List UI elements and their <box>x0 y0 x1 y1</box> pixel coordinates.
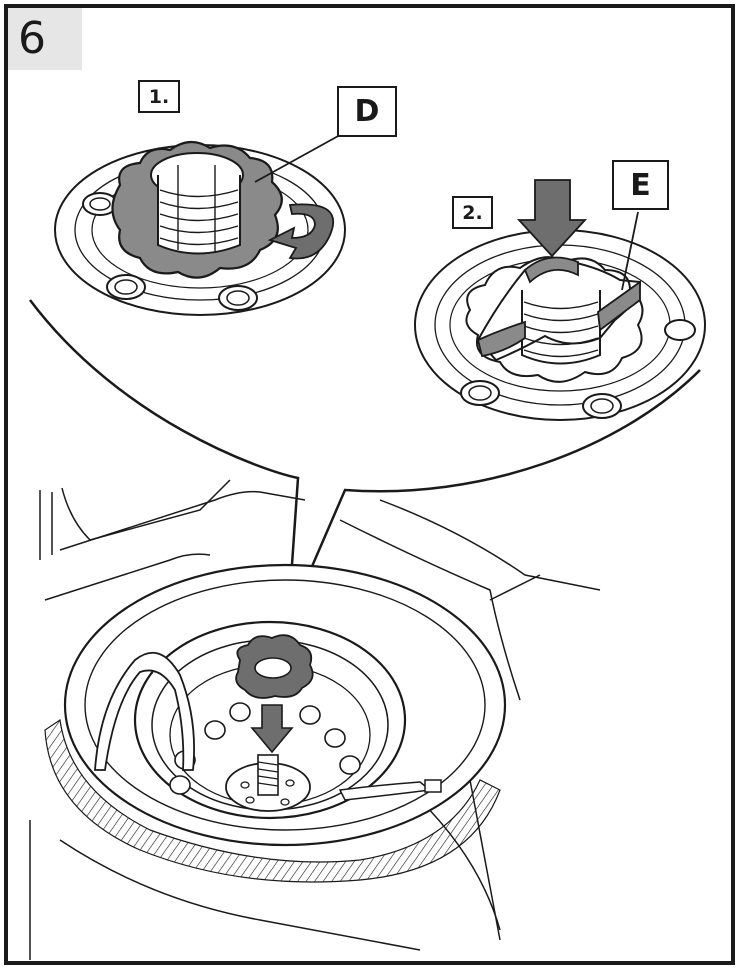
boot-scene <box>29 479 601 960</box>
rotate-arrow-icon <box>267 203 335 260</box>
callout-part-e: E <box>612 160 669 210</box>
callout-part-d: D <box>337 86 397 137</box>
down-arrow-icon-small <box>250 704 294 754</box>
step-number-badge <box>8 8 82 70</box>
figure-frame <box>4 4 735 965</box>
detail-1-wing-nut <box>54 134 346 316</box>
zoom-bubble-outline <box>29 299 701 623</box>
detail-2-insert <box>414 179 706 421</box>
down-arrow-icon <box>516 179 588 258</box>
part-e-shape <box>476 320 526 358</box>
callout-substep-1: 1. <box>138 80 180 113</box>
step-number: 6 <box>18 13 46 64</box>
callout-substep-2: 2. <box>452 196 493 229</box>
